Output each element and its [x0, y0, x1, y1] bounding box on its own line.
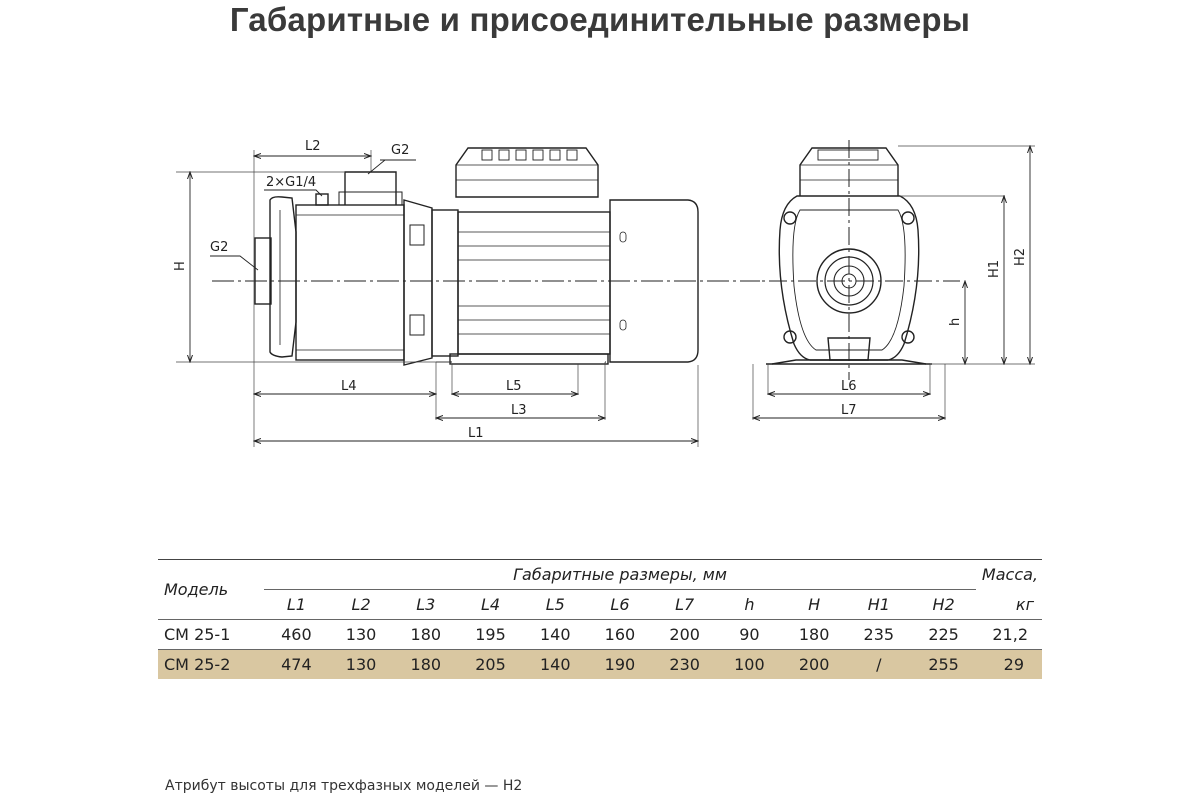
value-cell: 130 [328, 619, 394, 650]
mass-cell: 29 [976, 649, 1042, 679]
label-L6: L6 [841, 379, 857, 394]
value-cell: 190 [587, 649, 653, 679]
value-cell: 180 [393, 649, 459, 679]
col-header: L3 [393, 589, 459, 620]
label-G1-4: 2×G1/4 [266, 175, 316, 190]
mass-header: Масса, [976, 559, 1042, 590]
table-row: CM 25-2 474 130 180 205 140 190 230 100 … [158, 649, 1042, 679]
value-cell: 225 [911, 619, 976, 650]
value-cell: 200 [652, 619, 718, 650]
model-header: Модель [158, 559, 264, 620]
label-h: h [948, 318, 963, 326]
label-H: H [173, 261, 188, 271]
page-title: Габаритные и присоединительные размеры [229, 1, 971, 38]
inlet-flange [269, 196, 297, 358]
col-header: H2 [911, 589, 976, 620]
motor-body [457, 211, 611, 355]
value-cell: 460 [264, 619, 329, 650]
value-cell: 200 [781, 649, 847, 679]
value-cell: / [846, 649, 912, 679]
value-cell: 140 [522, 649, 588, 679]
dimensions-table: Модель Габаритные размеры, мм Масса, L1 … [158, 559, 1042, 679]
label-L1: L1 [468, 426, 484, 441]
footnote: Атрибут высоты для трехфазных моделей — … [165, 778, 523, 794]
fan-cover [609, 199, 699, 363]
model-cell: CM 25-1 [158, 619, 264, 650]
value-cell: 235 [846, 619, 912, 650]
label-L2: L2 [305, 139, 321, 154]
leader-g14 [264, 189, 323, 197]
coupling-flange [403, 199, 433, 366]
label-L4: L4 [341, 379, 357, 394]
value-cell: 130 [328, 649, 394, 679]
leader-g2-left [210, 255, 259, 271]
g14-plug [315, 193, 329, 206]
col-header: L6 [587, 589, 653, 620]
motor-adapter [431, 209, 459, 357]
value-cell: 140 [522, 619, 588, 650]
col-header: L4 [458, 589, 523, 620]
value-cell: 100 [717, 649, 782, 679]
col-header: L5 [522, 589, 588, 620]
pump-dimension-drawing: L2 G2 2×G1/4 G2 H L4 L5 L3 L1 [173, 139, 1035, 447]
col-header: H [781, 589, 847, 620]
group-header: Габаритные размеры, мм [264, 559, 976, 590]
inlet-nozzle [254, 237, 272, 305]
value-cell: 180 [393, 619, 459, 650]
label-H2: H2 [1013, 248, 1028, 266]
label-L3: L3 [511, 403, 527, 418]
base-foot [449, 353, 609, 365]
col-header: L1 [264, 589, 329, 620]
table-row: CM 25-1 460 130 180 195 140 160 200 90 1… [158, 619, 1042, 650]
col-header: H1 [846, 589, 912, 620]
label-L5: L5 [506, 379, 522, 394]
pump-body [295, 204, 405, 361]
col-header: L7 [652, 589, 718, 620]
side-view [254, 147, 699, 366]
value-cell: 255 [911, 649, 976, 679]
label-G2-left: G2 [210, 240, 228, 255]
leader-g2-top [367, 159, 386, 175]
value-cell: 474 [264, 649, 329, 679]
col-header: L2 [328, 589, 394, 620]
label-G2-top: G2 [391, 143, 409, 158]
model-cell: CM 25-2 [158, 649, 264, 679]
value-cell: 90 [717, 619, 782, 650]
table-header-row: Модель Габаритные размеры, мм Масса, [158, 559, 1042, 620]
table-subheader-row: L1 L2 L3 L4 L5 L6 L7 h H H1 H2 кг [158, 589, 1042, 620]
col-header: h [717, 589, 782, 620]
value-cell: 180 [781, 619, 847, 650]
value-cell: 195 [458, 619, 523, 650]
value-cell: 230 [652, 649, 718, 679]
outlet-nozzle [344, 171, 397, 205]
label-H1: H1 [987, 260, 1002, 278]
label-L7: L7 [841, 403, 857, 418]
value-cell: 160 [587, 619, 653, 650]
value-cell: 205 [458, 649, 523, 679]
mass-cell: 21,2 [976, 619, 1042, 650]
mass-unit: кг [1015, 594, 1034, 614]
